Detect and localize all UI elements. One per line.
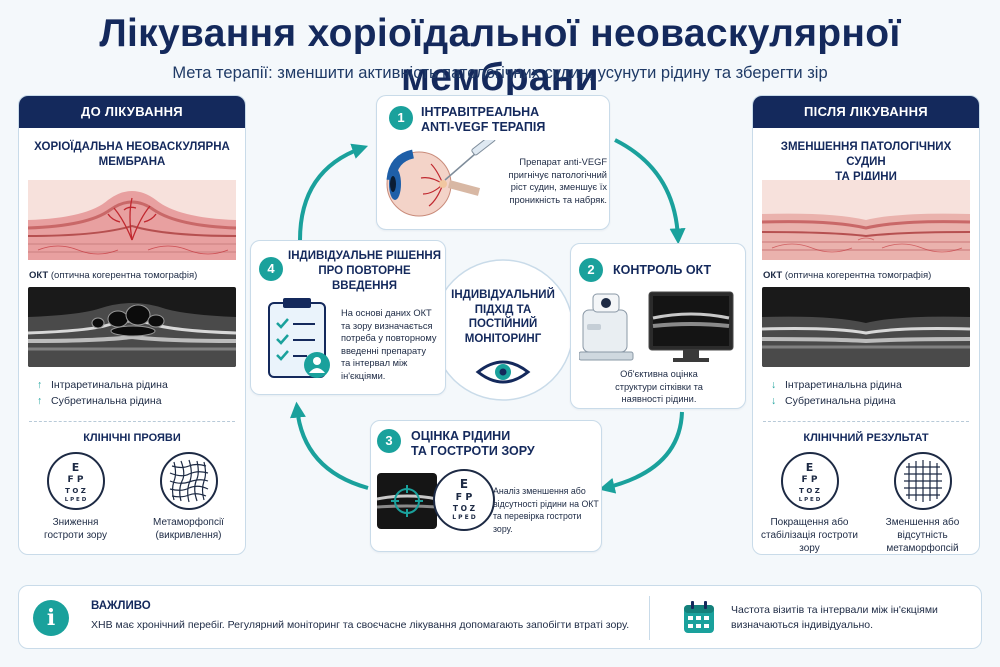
before-panel: ДО ЛІКУВАННЯ ХОРІОЇДАЛЬНА НЕОВАСКУЛЯРНА … (18, 95, 246, 555)
important-note-bar: i ВАЖЛИВО ХНВ має хронічний перебіг. Рег… (18, 585, 982, 649)
oct-device-icon (579, 291, 734, 362)
step-2-number: 2 (579, 258, 603, 282)
important-title: ВАЖЛИВО (91, 600, 151, 612)
after-panel: ПІСЛЯ ЛІКУВАННЯ ЗМЕНШЕННЯ ПАТОЛОГІЧНИХ С… (752, 95, 980, 555)
important-text: ХНВ має хронічний перебіг. Регулярний мо… (91, 619, 630, 631)
cycle-arrow-3-4 (289, 401, 369, 490)
after-oct-scan (762, 287, 970, 367)
before-header: ДО ЛІКУВАННЯ (19, 96, 245, 128)
after-clinical-title: КЛІНІЧНИЙ РЕЗУЛЬТАТ (803, 432, 929, 444)
step-3-description: Аналіз зменшення або відсутності рідини … (493, 486, 599, 534)
step-1-card: 1 ІНТРАВІТРЕАЛЬНА ANTI-VEGF ТЕРАПІЯ Преп… (376, 95, 610, 230)
eye-chart-icon: E F P T O Z L P E D (780, 452, 839, 510)
before-clinical-item-metamorphopsia: Метаморфопсії (викривлення) (139, 452, 239, 542)
calendar-icon (684, 601, 714, 633)
step-4-number: 4 (259, 257, 283, 281)
grid-icon (893, 452, 952, 510)
before-oct-scan (28, 287, 236, 367)
before-clinical-item-acuity: E F P T O Z L P E D Зниження гостроти зо… (26, 452, 126, 542)
treated-tissue-illustration (762, 180, 970, 260)
list-item: ↑Субретинальна рідина (37, 395, 162, 407)
list-item: ↓Інтраретинальна рідина (771, 379, 902, 391)
after-clinical-item-metamorphopsia: Зменшення або відсутність метаморфопсій (873, 452, 973, 554)
list-item: ↑Інтраретинальна рідина (37, 379, 168, 391)
after-subtitle: ЗМЕНШЕННЯ ПАТОЛОГІЧНИХ СУДИН ТА РІДИНИ (780, 141, 952, 183)
divider (649, 596, 650, 640)
list-item: ↓Субретинальна рідина (771, 395, 896, 407)
cycle-arrow-2-3 (598, 411, 684, 494)
step-2-description: Об'єктивна оцінка структури сітківки та … (615, 369, 703, 404)
cycle-arrow-1-2 (614, 138, 686, 245)
center-label: ІНДИВІДУАЛЬНИЙ ПІДХІД ТА ПОСТІЙНИЙ МОНІТ… (451, 289, 555, 345)
eye-chart-icon: E F P T O Z L P E D (433, 469, 495, 531)
page-subtitle: Мета терапії: зменшити активність патоло… (172, 64, 828, 82)
cycle-arrow-4-1 (298, 143, 369, 241)
step-1-title: ІНТРАВІТРЕАЛЬНА ANTI-VEGF ТЕРАПІЯ (421, 105, 546, 134)
step-4-card: 4 ІНДИВІДУАЛЬНЕ РІШЕННЯ ПРО ПОВТОРНЕ ВВЕ… (250, 240, 446, 395)
visits-text: Частота візитів та інтервали між ін'єкці… (731, 604, 938, 631)
after-clinical-item-acuity: E F P T O Z L P E D Покращення або стабі… (760, 452, 860, 554)
eye-injection-icon (386, 140, 496, 217)
divider (763, 421, 969, 422)
step-1-number: 1 (389, 106, 413, 130)
info-icon: i (33, 600, 69, 636)
step-1-description: Препарат anti-VEGF пригнічує патологічни… (508, 157, 607, 205)
after-header: ПІСЛЯ ЛІКУВАННЯ (753, 96, 979, 128)
retina-scan-icon (377, 473, 437, 529)
step-2-card: 2 КОНТРОЛЬ ОКТ Об'єктивна оцінка структу… (570, 243, 746, 409)
step-2-title: КОНТРОЛЬ ОКТ (613, 263, 712, 277)
divider (29, 421, 235, 422)
eye-icon (475, 360, 531, 384)
cnv-tissue-illustration (28, 180, 236, 260)
after-findings: ↓Інтраретинальна рідина ↓Субретинальна р… (771, 377, 979, 409)
step-4-description: На основі даних ОКТ та зору визначається… (341, 308, 437, 381)
clipboard-checklist-icon (268, 298, 330, 378)
before-subtitle: ХОРІОЇДАЛЬНА НЕОВАСКУЛЯРНА МЕМБРАНА (34, 141, 230, 168)
distorted-grid-icon (159, 452, 218, 510)
step-4-title: ІНДИВІДУАЛЬНЕ РІШЕННЯ ПРО ПОВТОРНЕ ВВЕДЕ… (288, 250, 441, 292)
after-oct-label: ОКТ (оптична когерентна томографія) (763, 270, 932, 281)
step-3-title: ОЦІНКА РІДИНИ ТА ГОСТРОТИ ЗОРУ (411, 429, 535, 458)
before-findings: ↑Інтраретинальна рідина ↑Субретинальна р… (37, 377, 245, 409)
step-3-number: 3 (377, 429, 401, 453)
page-title: Лікування хоріоїдальної неоваскулярної м… (99, 12, 901, 99)
before-clinical-title: КЛІНІЧНІ ПРОЯВИ (83, 432, 181, 444)
before-oct-label: ОКТ (оптична когерентна томографія) (29, 270, 198, 281)
step-3-card: 3 ОЦІНКА РІДИНИ ТА ГОСТРОТИ ЗОРУ E F P T… (370, 420, 602, 552)
eye-chart-icon: E F P T O Z L P E D (46, 452, 105, 510)
